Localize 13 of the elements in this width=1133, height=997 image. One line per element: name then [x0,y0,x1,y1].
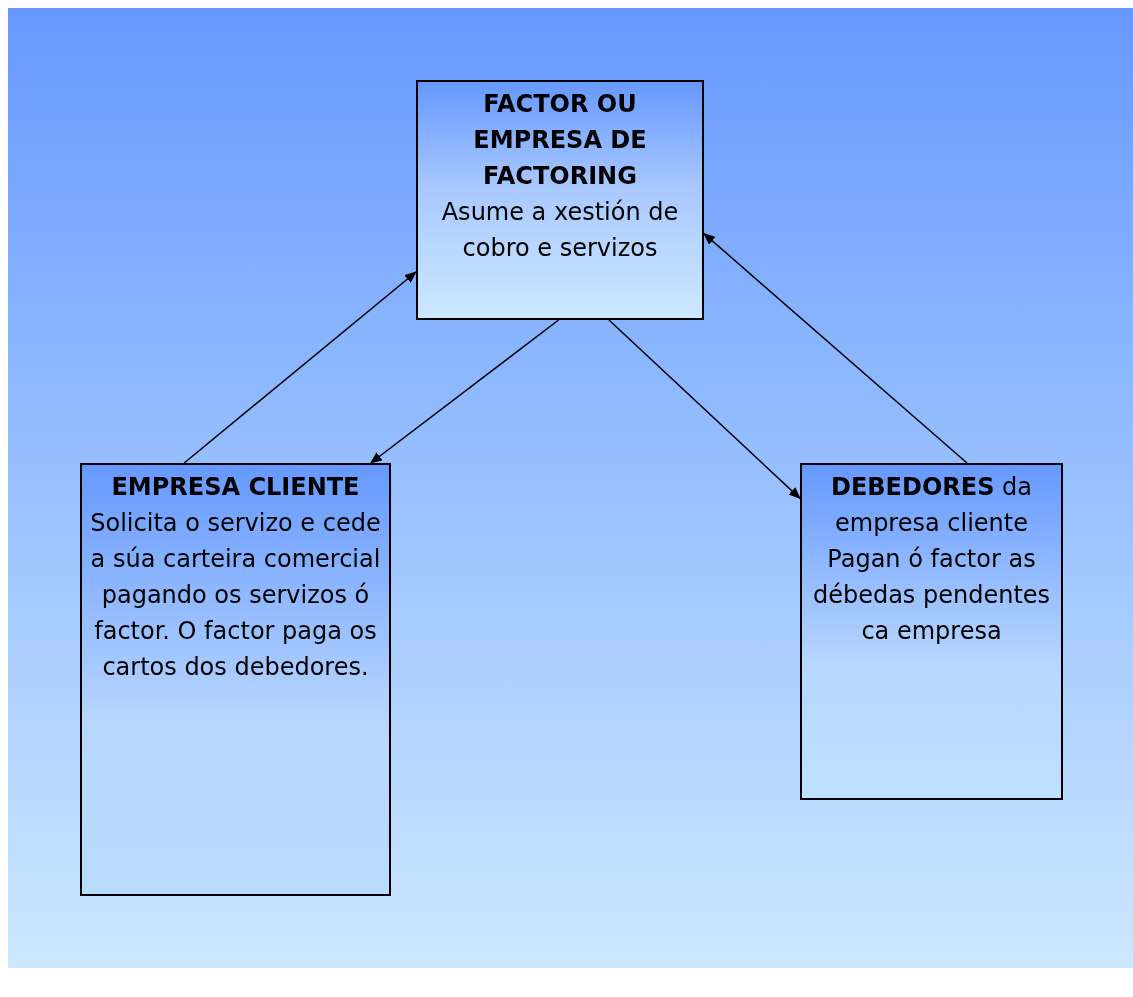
text-box [416,80,704,320]
arrow [703,232,968,464]
text-box [800,463,1063,800]
box-heading: DEBEDORES da empresa cliente [829,472,1034,539]
arrow [370,319,560,464]
arrow [183,271,417,464]
box-description: Solicita o servizo e cede a súa carteira comercial pagando os servizos ó factor. O factor paga os cartos dos debedores. [90,508,381,683]
box-description: Pagan ó factor as débedas pendentes ca empresa [811,544,1052,647]
box-heading: FACTOR OU EMPRESA DE FACTORING [472,89,648,192]
box-description: Asume a xestión de cobro e servizos [440,197,680,264]
text-box [80,463,391,896]
arrow [608,319,801,500]
box-heading: EMPRESA CLIENTE [111,472,360,503]
